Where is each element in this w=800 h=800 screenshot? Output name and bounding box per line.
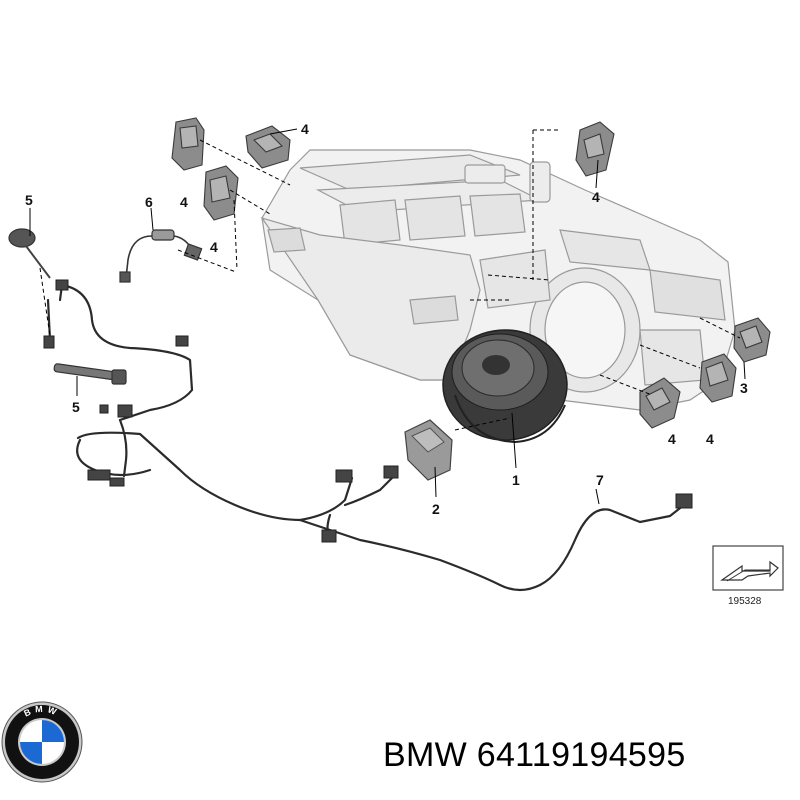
part-number-caption: BMW 64119194595	[383, 736, 686, 775]
diagram-ref-number: 195328	[728, 596, 762, 607]
callout-1: 1	[512, 472, 520, 488]
callout-5-top: 5	[25, 192, 33, 208]
callout-6: 6	[145, 194, 153, 210]
callout-4-bottom-right: 4	[706, 431, 714, 447]
brand-name: BMW	[383, 736, 467, 774]
callout-5-bottom: 5	[72, 399, 80, 415]
callout-2: 2	[432, 501, 440, 517]
sensors	[8, 228, 203, 385]
callout-labels: 1 2 3 4 4 4 4 4 4 5 5 6 7	[25, 121, 748, 517]
bmw-logo: BMW	[1, 701, 83, 783]
pointer-lines	[29, 128, 746, 505]
actuators	[171, 117, 771, 429]
callout-4-top-right: 4	[592, 189, 600, 205]
callout-4-top-mid: 4	[301, 121, 309, 137]
hvac-housing	[260, 149, 736, 411]
callout-3: 3	[740, 380, 748, 396]
leader-lines	[39, 129, 741, 431]
diagram-reference-box: 195328	[712, 545, 784, 607]
callout-4-mid-left: 4	[210, 239, 218, 255]
callout-4-top-left: 4	[180, 194, 188, 210]
blower-motor	[442, 329, 568, 444]
harness-connectors	[43, 279, 693, 543]
part-number: 64119194595	[476, 736, 686, 774]
blower-regulator	[404, 419, 453, 481]
wiring-harness	[46, 283, 686, 592]
callout-4-bottom-mid: 4	[668, 431, 676, 447]
callout-7: 7	[596, 472, 604, 488]
